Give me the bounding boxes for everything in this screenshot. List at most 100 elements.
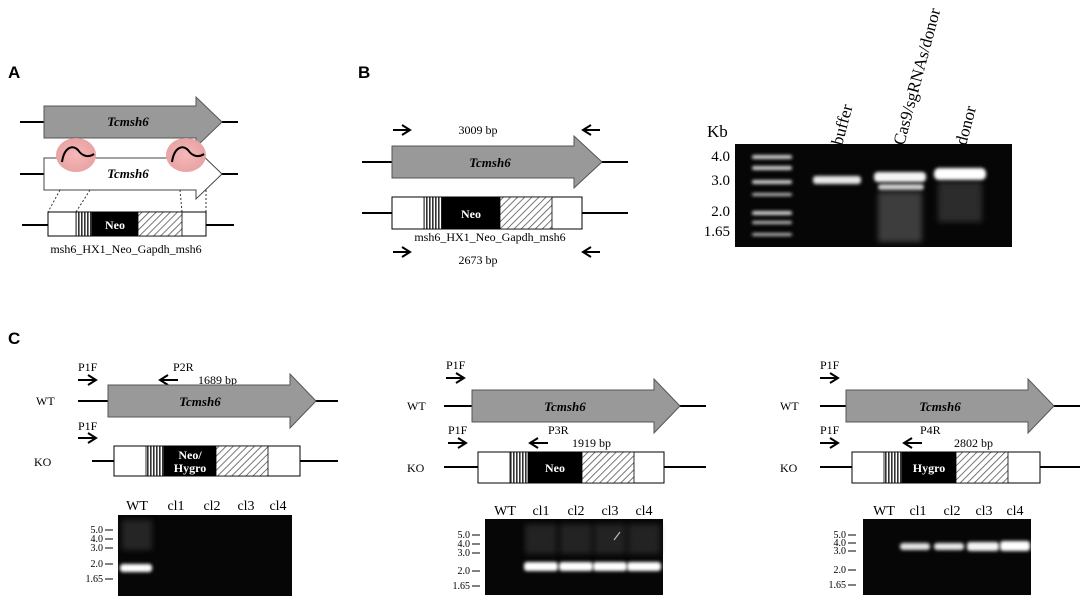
lane-label: cl1 — [909, 504, 926, 519]
panel-c-sub-3: P1F WT Tcmsh6 P1F P4R 2802 bp KO Hygro W… — [780, 358, 1080, 595]
panel-b-label: B — [358, 63, 370, 82]
ladder-label: 4.0 — [91, 534, 104, 545]
ko-row-label: KO — [780, 461, 798, 475]
reverse-primer-arrow — [158, 374, 178, 386]
marker-label: Neo/ — [178, 448, 202, 462]
wt-row-label: WT — [407, 399, 426, 413]
gapdh-region — [581, 451, 635, 484]
top-product-size: 3009 bp — [459, 123, 498, 137]
ladder-label: 2.0 — [711, 204, 730, 220]
f-primer-label: P1F — [78, 419, 98, 433]
band-wt — [120, 564, 152, 572]
marker-label: Neo — [461, 207, 481, 221]
smear-wt — [122, 520, 152, 550]
band-cl2 — [934, 543, 964, 550]
band-cl3 — [967, 542, 999, 551]
reverse-primer-arrow — [528, 437, 548, 449]
band-cas9-upper — [874, 172, 926, 182]
lane-label: cl3 — [237, 499, 254, 514]
ladder-label: 5.0 — [458, 530, 471, 541]
band-cl1 — [900, 543, 930, 550]
f-primer-label: P1F — [820, 358, 840, 372]
ladder-label: 4.0 — [834, 538, 847, 549]
lane-label: cl4 — [1006, 504, 1023, 519]
forward-primer-arrow — [820, 372, 840, 384]
hx1-region — [75, 211, 93, 237]
panel-b: B 3009 bp Tcmsh6 Neo msh6_HX1_Neo_Gapdh_… — [358, 6, 1012, 267]
ko-row-label: KO — [34, 455, 52, 469]
lane-label: cl2 — [567, 504, 584, 519]
marker-region — [164, 446, 216, 476]
lane-label: cl2 — [203, 499, 220, 514]
band-cl1 — [524, 562, 558, 571]
gene-name: Tcmsh6 — [179, 394, 221, 409]
ladder-band — [752, 221, 792, 224]
gel-c3 — [863, 519, 1031, 595]
f-primer-label: P1F — [448, 423, 468, 437]
panel-a-label: A — [8, 63, 20, 82]
gene-arrow — [471, 377, 681, 435]
gel-artifact — [613, 531, 621, 541]
smear-cl2 — [560, 524, 592, 554]
ladder-label: 2.0 — [91, 559, 104, 570]
marker-label-2: Hygro — [174, 461, 206, 475]
wt-row-label: WT — [36, 394, 55, 408]
gene-name: Tcmsh6 — [544, 399, 586, 414]
gene-arrow — [845, 377, 1055, 435]
band-cl4 — [627, 562, 661, 571]
lane-label: cl4 — [635, 504, 652, 519]
lane-label: cl3 — [975, 504, 992, 519]
ladder-band — [752, 180, 792, 184]
gel-unit-label: Kb — [707, 122, 728, 141]
r-primer-label: P3R — [548, 423, 569, 437]
ladder-label: 1.65 — [86, 574, 104, 585]
gene-name: Tcmsh6 — [469, 155, 511, 170]
ladder-label: 3.0 — [458, 548, 471, 559]
panel-c: C P1F P2R 1689 bp WT Tcmsh6 P1F KO Neo/ … — [8, 329, 1080, 596]
cas9-icon-left — [56, 138, 96, 172]
band-cl3 — [593, 562, 627, 571]
sgrna-icon-right — [171, 146, 205, 163]
lane-label: cl3 — [601, 504, 618, 519]
gene-name: Tcmsh6 — [919, 399, 961, 414]
forward-primer-arrow — [393, 246, 412, 258]
ladder-band — [752, 233, 792, 236]
forward-primer-arrow — [78, 432, 98, 444]
marker-region — [528, 452, 582, 483]
product-size: 1689 bp — [198, 373, 237, 387]
f-primer-label: P1F — [820, 423, 840, 437]
ladder-ticks — [848, 534, 856, 586]
ladder-band — [752, 211, 792, 215]
ladder-band — [752, 155, 792, 159]
lane-label: cl2 — [943, 504, 960, 519]
wt-row-label: WT — [780, 399, 799, 413]
smear-cas9 — [878, 192, 922, 242]
lane-label: WT — [494, 504, 516, 519]
lane-label: cl4 — [269, 499, 286, 514]
reverse-primer-arrow — [581, 246, 600, 258]
ladder-label: 1.65 — [829, 580, 847, 591]
marker-label: Neo — [545, 461, 565, 475]
r-primer-label: P2R — [173, 360, 194, 374]
smear-donor — [938, 182, 982, 222]
r-primer-label: P4R — [920, 423, 941, 437]
ladder-bands — [752, 155, 792, 236]
ladder-label: 1.65 — [453, 581, 471, 592]
ladder-ticks — [472, 534, 480, 587]
reverse-primer-arrow — [581, 124, 600, 136]
homology-line — [179, 189, 183, 213]
ladder-band — [752, 193, 792, 196]
ladder-label: 5.0 — [91, 525, 104, 536]
band-cl2 — [559, 562, 593, 571]
smear-cl4 — [628, 524, 660, 554]
ladder-label: 5.0 — [834, 530, 847, 541]
hx1-region — [883, 451, 903, 484]
lane-label: WT — [873, 504, 895, 519]
construct-label: msh6_HX1_Neo_Gapdh_msh6 — [50, 242, 201, 256]
f-primer-label: P1F — [78, 360, 98, 374]
band-cas9-lower — [878, 184, 924, 190]
ladder-label: 2.0 — [834, 565, 847, 576]
lane-label-buffer: buffer — [828, 102, 857, 147]
ladder-label: 4.0 — [458, 539, 471, 550]
gapdh-region — [215, 445, 269, 477]
